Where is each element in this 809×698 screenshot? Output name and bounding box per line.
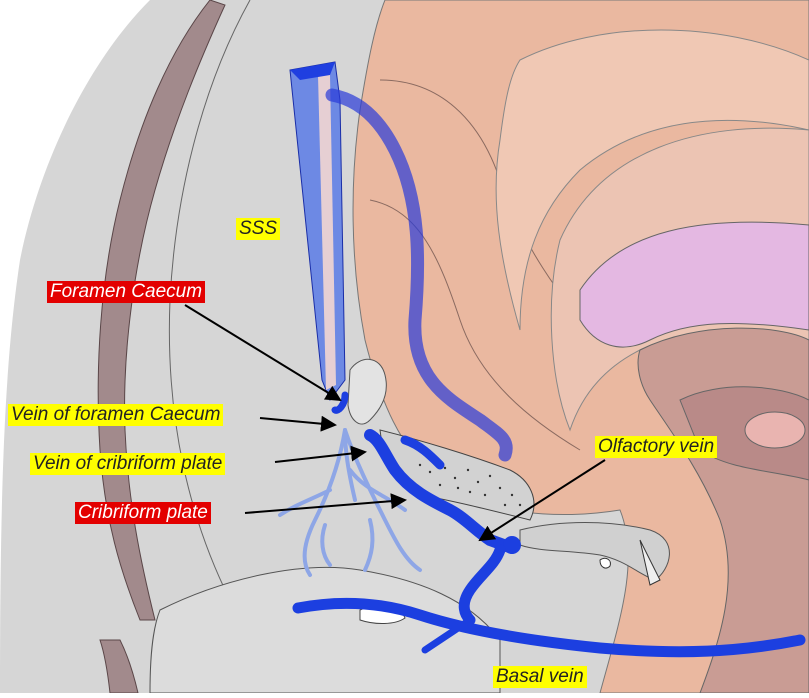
- olfactory-vein-junction: [503, 536, 521, 554]
- label-olfactory-vein: Olfactory vein: [595, 436, 717, 458]
- small-structure: [745, 412, 805, 448]
- label-foramen-caecum: Foramen Caecum: [47, 281, 205, 303]
- label-basal-vein: Basal vein: [493, 666, 587, 688]
- foramen-small: [600, 558, 610, 568]
- label-vein-of-cribriform-plate: Vein of cribriform plate: [30, 453, 225, 475]
- label-cribriform-plate: Cribriform plate: [75, 502, 211, 524]
- label-vein-of-foramen-caecum: Vein of foramen Caecum: [8, 404, 223, 426]
- label-sss: SSS: [236, 218, 280, 240]
